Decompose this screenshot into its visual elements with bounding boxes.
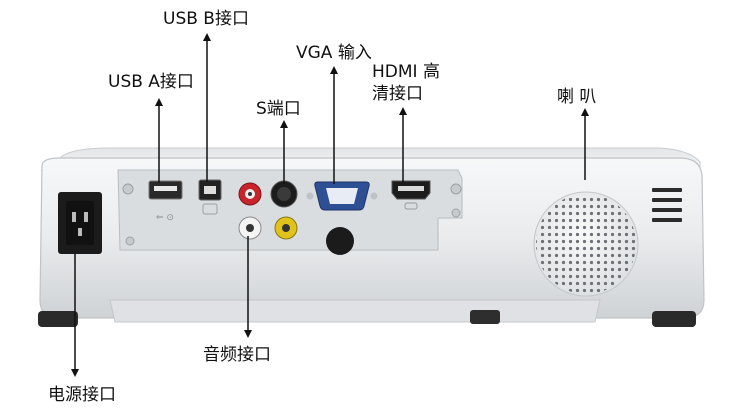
leader-arrows bbox=[71, 33, 589, 377]
usb-a-label: USB A接口 bbox=[108, 72, 194, 92]
audio-label: 音频接口 bbox=[203, 345, 271, 365]
hdmi-label-line2: 清接口 bbox=[372, 84, 423, 104]
power-label: 电源接口 bbox=[48, 385, 116, 405]
left-foot bbox=[38, 311, 78, 327]
hdmi-label-line1: HDMI 高 bbox=[372, 62, 440, 82]
center-foot bbox=[470, 310, 500, 324]
kensington-lock bbox=[326, 227, 354, 255]
vga-label: VGA 输入 bbox=[296, 43, 372, 63]
usb-b-label: USB B接口 bbox=[163, 9, 249, 29]
speaker-label: 喇 叭 bbox=[557, 87, 597, 107]
panel-screw-right bbox=[450, 183, 462, 195]
s-video-label: S端口 bbox=[256, 99, 301, 119]
projector-bottom-lip bbox=[109, 299, 601, 323]
svg-text:⇐ ⊙: ⇐ ⊙ bbox=[156, 213, 174, 223]
side-vents bbox=[652, 188, 682, 222]
panel-screw-bottom bbox=[125, 236, 135, 246]
panel-screw-right2 bbox=[451, 208, 461, 218]
panel-screw-left bbox=[122, 183, 134, 195]
right-foot bbox=[652, 311, 696, 327]
